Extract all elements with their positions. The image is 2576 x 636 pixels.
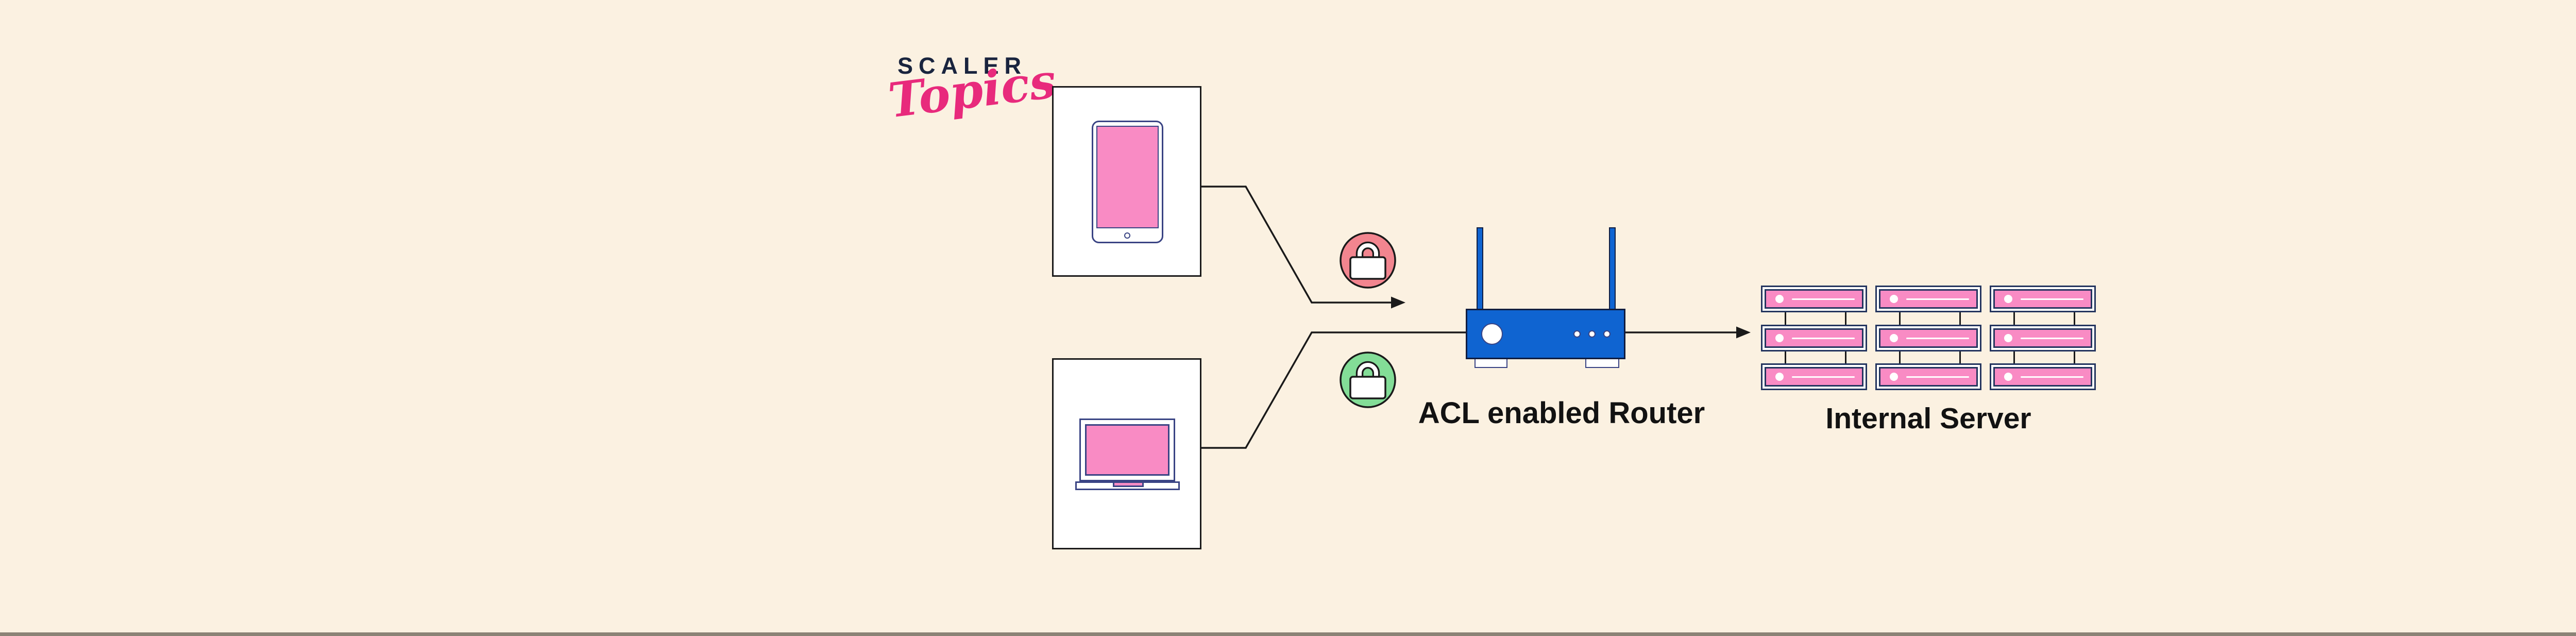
- server-led-dot: [1890, 373, 1898, 381]
- laptop-to-router-line: [1201, 331, 1466, 449]
- server-connector-line: [1845, 312, 1846, 325]
- tablet-client-box: [1052, 86, 1201, 277]
- router-antenna-right: [1609, 227, 1616, 311]
- server-panel: [1879, 367, 1978, 387]
- server-arrow-head: [1736, 326, 1751, 339]
- server-slot-line: [2021, 298, 2083, 300]
- server-slot-line: [2021, 376, 2083, 378]
- server-led-dot: [1775, 295, 1784, 303]
- server-rack-unit: [1990, 325, 2096, 352]
- server-led-dot: [1890, 295, 1898, 303]
- router-led-dot: [1588, 330, 1596, 338]
- server-slot-line: [1906, 337, 1969, 339]
- server-led-dot: [2004, 334, 2012, 342]
- server-rack-unit: [1875, 325, 1981, 352]
- laptop-client-box: [1052, 358, 1201, 549]
- server-connector-line: [1899, 312, 1901, 325]
- tablet-arrow-head: [1391, 296, 1405, 309]
- router-foot: [1475, 359, 1507, 368]
- server-slot-line: [1792, 337, 1855, 339]
- server-led-dot: [1775, 334, 1784, 342]
- server-panel: [1765, 328, 1863, 348]
- server-connector-line: [2013, 352, 2015, 363]
- server-panel: [1765, 367, 1863, 387]
- tablet-screen: [1096, 126, 1159, 228]
- server-slot-line: [2021, 337, 2083, 339]
- server-slot-line: [1906, 376, 1969, 378]
- laptop-device-icon: [1079, 419, 1175, 481]
- router-foot: [1585, 359, 1619, 368]
- server-connector-line: [2074, 312, 2075, 325]
- server-panel: [1993, 367, 2092, 387]
- router-led-dot: [1573, 330, 1581, 338]
- router-antenna-left: [1477, 227, 1483, 311]
- server-slot-line: [1792, 298, 1855, 300]
- server-connector-line: [2074, 352, 2075, 363]
- server-grid: [1761, 286, 2096, 391]
- laptop-trackpad: [1113, 481, 1144, 487]
- server-connector-line: [1785, 312, 1786, 325]
- internal-server-label: Internal Server: [1825, 402, 2031, 435]
- tablet-to-router-line: [1201, 186, 1391, 304]
- server-rack-unit: [1990, 363, 2096, 390]
- server-rack-unit: [1761, 325, 1867, 352]
- tablet-device-icon: [1092, 121, 1163, 243]
- laptop-screen: [1085, 424, 1170, 476]
- server-rack-unit: [1875, 363, 1981, 390]
- green-closed-padlock-icon: [1339, 351, 1397, 409]
- server-connector-line: [1959, 312, 1961, 325]
- router-led-dot: [1603, 330, 1611, 338]
- tablet-home-button: [1124, 232, 1130, 239]
- wifi-router-icon: [1466, 309, 1625, 359]
- server-connector-line: [1785, 352, 1786, 363]
- server-connector-line: [1845, 352, 1846, 363]
- logo-brand-text: SCALER: [897, 53, 1027, 79]
- server-led-dot: [2004, 295, 2012, 303]
- page-bottom-strip: [0, 632, 2576, 636]
- server-led-dot: [1890, 334, 1898, 342]
- server-slot-line: [1906, 298, 1969, 300]
- server-rack-unit: [1990, 286, 2096, 312]
- server-panel: [1993, 289, 2092, 309]
- laptop-base: [1075, 481, 1180, 490]
- router-power-light: [1481, 323, 1503, 345]
- red-closed-padlock-icon: [1339, 231, 1397, 289]
- server-led-dot: [1775, 373, 1784, 381]
- server-rack-unit: [1875, 286, 1981, 312]
- server-rack-unit: [1761, 363, 1867, 390]
- server-connector-line: [1959, 352, 1961, 363]
- scaler-topics-logo: SCALER Topics: [886, 47, 1059, 161]
- server-connector-line: [2013, 312, 2015, 325]
- server-panel: [1879, 289, 1978, 309]
- server-slot-line: [1792, 376, 1855, 378]
- server-panel: [1993, 328, 2092, 348]
- server-led-dot: [2004, 373, 2012, 381]
- router-label: ACL enabled Router: [1418, 396, 1705, 430]
- server-panel: [1765, 289, 1863, 309]
- server-rack-unit: [1761, 286, 1867, 312]
- server-panel: [1879, 328, 1978, 348]
- server-connector-line: [1899, 352, 1901, 363]
